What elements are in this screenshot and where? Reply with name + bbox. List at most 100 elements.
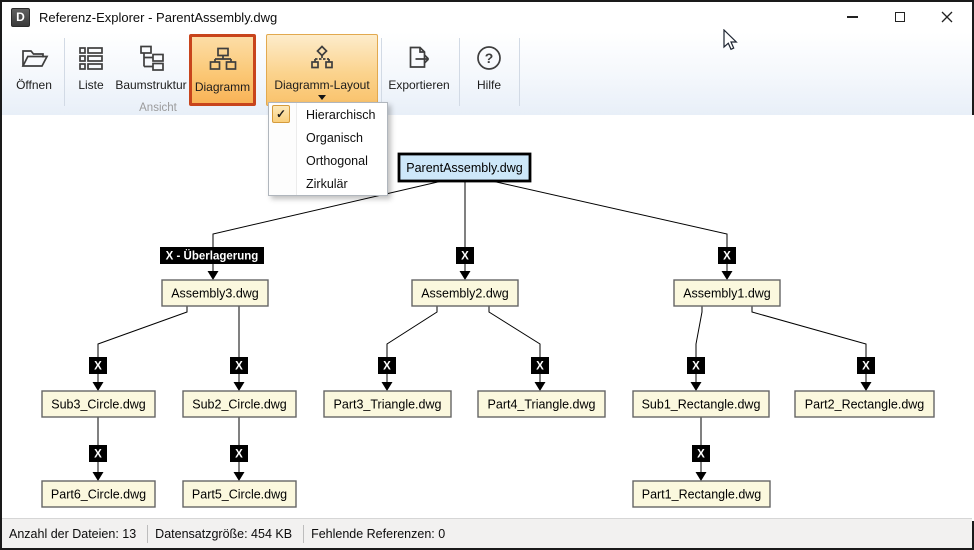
svg-text:X: X: [94, 449, 102, 461]
export-button-label: Exportieren: [388, 78, 450, 92]
xref-attach-badge[interactable]: X: [692, 445, 710, 462]
toolbar-separator: [459, 38, 460, 106]
xref-attach-badge[interactable]: X: [857, 357, 875, 374]
statusbar-separator: [147, 524, 149, 543]
export-button[interactable]: Exportieren: [386, 35, 452, 103]
menu-item-gutter: [269, 126, 297, 149]
list-view-button[interactable]: Liste: [68, 35, 114, 103]
svg-text:X: X: [723, 251, 731, 263]
help-button[interactable]: ? Hilfe: [464, 35, 514, 103]
maximize-icon: [894, 12, 905, 22]
diagram-node-part2-rectangle[interactable]: Part2_Rectangle.dwg: [794, 390, 935, 418]
svg-text:X: X: [461, 251, 469, 263]
diagram-node-assembly2[interactable]: Assembly2.dwg: [411, 279, 519, 307]
svg-text:ParentAssembly.dwg: ParentAssembly.dwg: [406, 161, 523, 175]
chevron-down-icon: [318, 95, 326, 100]
maximize-button[interactable]: [876, 2, 923, 32]
diagram-node-sub3-circle[interactable]: Sub3_Circle.dwg: [41, 390, 156, 418]
list-view-button-label: Liste: [78, 78, 104, 92]
diagram-node-sub1-rectangle[interactable]: Sub1_Rectangle.dwg: [632, 390, 770, 418]
ribbon-group-label: Ansicht: [139, 102, 177, 114]
svg-text:Sub1_Rectangle.dwg: Sub1_Rectangle.dwg: [642, 397, 761, 411]
arrowhead-icon: [381, 382, 393, 391]
arrowhead-icon: [233, 472, 245, 481]
arrowhead-icon: [233, 382, 245, 391]
diagram-layout-button[interactable]: Diagramm-Layout: [266, 34, 378, 106]
xref-attach-badge[interactable]: X: [89, 445, 107, 462]
list-icon: [77, 40, 105, 76]
svg-text:Part1_Rectangle.dwg: Part1_Rectangle.dwg: [642, 487, 762, 501]
arrowhead-icon: [860, 382, 872, 391]
toolbar: Öffnen Liste Baumst: [2, 32, 972, 116]
xref-attach-badge[interactable]: X: [230, 357, 248, 374]
svg-text:Part5_Circle.dwg: Part5_Circle.dwg: [192, 487, 287, 501]
window-title: Referenz-Explorer - ParentAssembly.dwg: [39, 9, 278, 25]
open-folder-icon: [19, 40, 49, 76]
diagram-view-button-label: Diagramm: [194, 80, 251, 94]
xref-attach-badge[interactable]: X: [531, 357, 549, 374]
svg-text:Sub3_Circle.dwg: Sub3_Circle.dwg: [51, 397, 146, 411]
menu-item-label: Orthogonal: [306, 153, 368, 168]
diagram-node-part4-triangle[interactable]: Part4_Triangle.dwg: [477, 390, 606, 418]
diagram-node-part6-circle[interactable]: Part6_Circle.dwg: [41, 480, 156, 508]
diagram-view-button[interactable]: Diagramm: [189, 34, 256, 106]
svg-text:X: X: [94, 361, 102, 373]
open-button[interactable]: Öffnen: [8, 35, 60, 103]
diagram-node-parentassembly[interactable]: ParentAssembly.dwg: [397, 152, 532, 183]
tree-view-button[interactable]: Baumstruktur: [112, 35, 190, 103]
svg-text:Part3_Triangle.dwg: Part3_Triangle.dwg: [334, 397, 442, 411]
help-icon: ?: [475, 40, 503, 76]
xref-attach-badge[interactable]: X: [687, 357, 705, 374]
svg-text:Part2_Rectangle.dwg: Part2_Rectangle.dwg: [805, 397, 925, 411]
diagram-node-part3-triangle[interactable]: Part3_Triangle.dwg: [323, 390, 452, 418]
minimize-button[interactable]: [829, 2, 876, 32]
menu-item-orthogonal[interactable]: Orthogonal: [269, 149, 387, 172]
diagram-node-part5-circle[interactable]: Part5_Circle.dwg: [182, 480, 297, 508]
menu-item-label: Organisch: [306, 130, 363, 145]
svg-text:Assembly2.dwg: Assembly2.dwg: [421, 286, 509, 300]
diagram-node-assembly1[interactable]: Assembly1.dwg: [673, 279, 781, 307]
svg-text:X: X: [235, 361, 243, 373]
toolbar-separator: [381, 38, 382, 106]
arrowhead-icon: [534, 382, 546, 391]
xref-attach-badge[interactable]: X: [230, 445, 248, 462]
xref-overlay-badge[interactable]: X - Überlagerung: [160, 247, 264, 264]
menu-item-zirkulär[interactable]: Zirkulär: [269, 172, 387, 195]
status-missing-refs: Fehlende Referenzen: 0: [311, 526, 446, 541]
svg-text:X - Überlagerung: X - Überlagerung: [166, 250, 259, 263]
menu-item-hierarchisch[interactable]: ✓ Hierarchisch: [269, 103, 387, 126]
minimize-icon: [847, 16, 858, 18]
checkmark-icon: ✓: [272, 105, 290, 123]
diagram-node-part1-rectangle[interactable]: Part1_Rectangle.dwg: [632, 480, 771, 508]
svg-text:X: X: [697, 449, 705, 461]
menu-item-gutter: [269, 172, 297, 195]
xref-attach-badge[interactable]: X: [718, 247, 736, 264]
toolbar-separator: [64, 38, 65, 106]
titlebar: D Referenz-Explorer - ParentAssembly.dwg: [2, 2, 972, 32]
svg-text:Part4_Triangle.dwg: Part4_Triangle.dwg: [488, 397, 596, 411]
org-chart-icon: [209, 42, 237, 78]
svg-text:Sub2_Circle.dwg: Sub2_Circle.dwg: [192, 397, 287, 411]
arrowhead-icon: [92, 382, 104, 391]
xref-attach-badge[interactable]: X: [456, 247, 474, 264]
svg-text:Assembly3.dwg: Assembly3.dwg: [171, 286, 259, 300]
menu-item-organisch[interactable]: Organisch: [269, 126, 387, 149]
xref-attach-badge[interactable]: X: [378, 357, 396, 374]
diagram-node-sub2-circle[interactable]: Sub2_Circle.dwg: [182, 390, 297, 418]
xref-attach-badge[interactable]: X: [89, 357, 107, 374]
toolbar-separator: [519, 38, 520, 106]
close-button[interactable]: [923, 2, 970, 32]
svg-text:Assembly1.dwg: Assembly1.dwg: [683, 286, 771, 300]
tree-icon: [137, 40, 165, 76]
diagram-edge: [491, 180, 728, 271]
layout-icon: [308, 40, 336, 76]
menu-item-label: Hierarchisch: [306, 107, 376, 122]
svg-text:X: X: [692, 361, 700, 373]
svg-text:X: X: [235, 449, 243, 461]
arrowhead-icon: [690, 382, 702, 391]
statusbar-separator: [303, 524, 305, 543]
diagram-node-assembly3[interactable]: Assembly3.dwg: [161, 279, 269, 307]
